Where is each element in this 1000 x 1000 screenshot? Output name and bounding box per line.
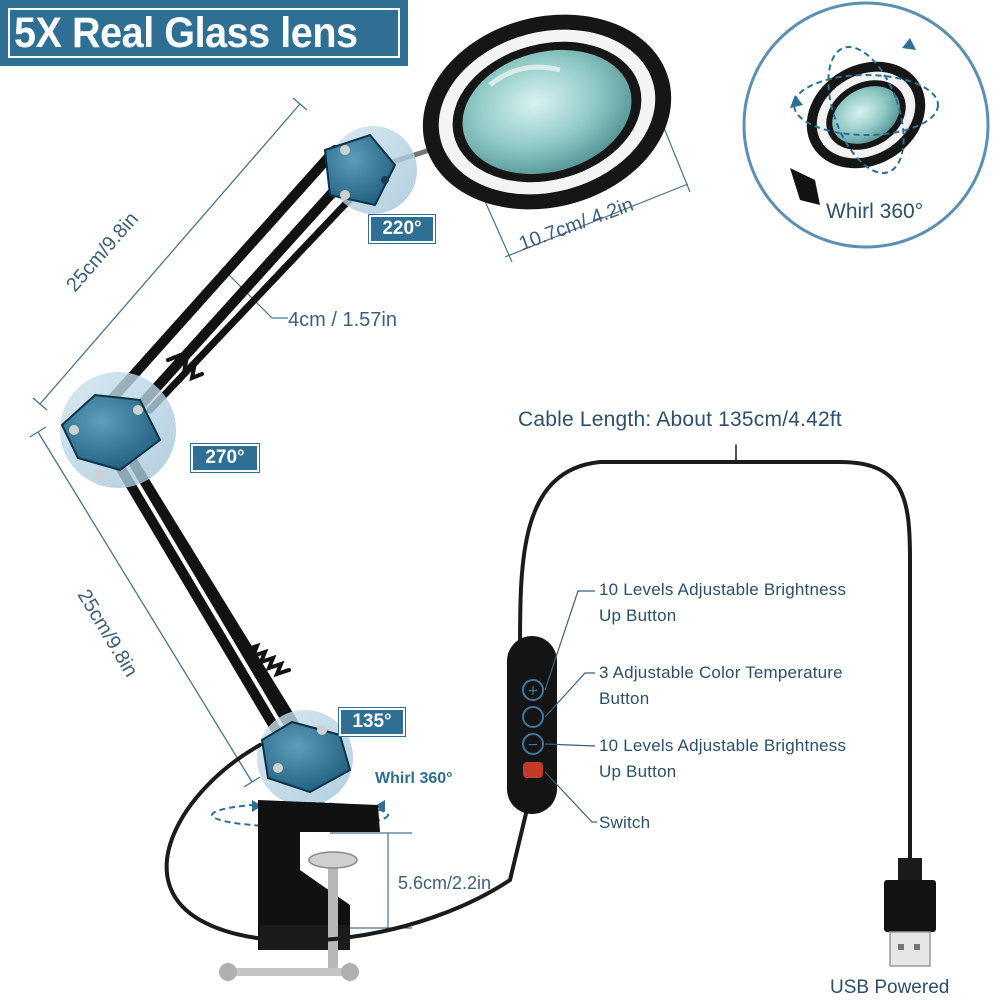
brightness-up-callout: 10 Levels Adjustable Brightness Up Butto… xyxy=(599,577,889,629)
angle-badge-mid: 270° xyxy=(190,443,260,473)
clamp-height-dimension-label: 5.6cm/2.2in xyxy=(398,873,492,893)
color-temperature-line2: Button xyxy=(599,689,650,708)
whirl-inset xyxy=(742,1,990,249)
svg-text:−: − xyxy=(527,737,539,753)
switch-callout: Switch xyxy=(599,813,651,832)
angle-badge-top: 220° xyxy=(368,214,436,244)
joint-top xyxy=(323,133,397,207)
usb-plug xyxy=(884,858,936,967)
dimension-lower-arm xyxy=(29,426,261,788)
base-whirl-label: Whirl 360° xyxy=(375,770,453,787)
angle-badge-base: 135° xyxy=(338,707,406,737)
arm-gap-dimension-label: 4cm / 1.57in xyxy=(288,309,397,331)
color-temperature-line1: 3 Adjustable Color Temperature xyxy=(599,663,843,682)
brightness-down-line2: Up Button xyxy=(599,762,677,781)
head-whirl-label: Whirl 360° xyxy=(826,200,924,223)
cable-length-label: Cable Length: About 135cm/4.42ft xyxy=(518,408,842,431)
brightness-up-line1: 10 Levels Adjustable Brightness xyxy=(599,580,847,599)
brightness-down-callout: 10 Levels Adjustable Brightness Up Butto… xyxy=(599,733,889,785)
lens-head xyxy=(422,14,672,210)
dimension-upper-arm xyxy=(32,97,308,411)
cable-controller: + − xyxy=(507,636,557,814)
joint-base xyxy=(260,720,352,794)
desk-clamp xyxy=(219,800,380,981)
power-cable xyxy=(164,444,912,943)
brightness-up-line2: Up Button xyxy=(599,606,677,625)
joint-mid xyxy=(60,393,162,481)
color-temperature-callout: 3 Adjustable Color Temperature Button xyxy=(599,660,889,712)
brightness-down-line1: 10 Levels Adjustable Brightness xyxy=(599,736,847,755)
page-title: 5X Real Glass lens xyxy=(14,9,358,57)
svg-text:+: + xyxy=(527,683,539,699)
controller-callouts xyxy=(544,590,597,823)
title-banner-frame xyxy=(6,6,402,60)
usb-powered-label: USB Powered xyxy=(830,977,950,998)
